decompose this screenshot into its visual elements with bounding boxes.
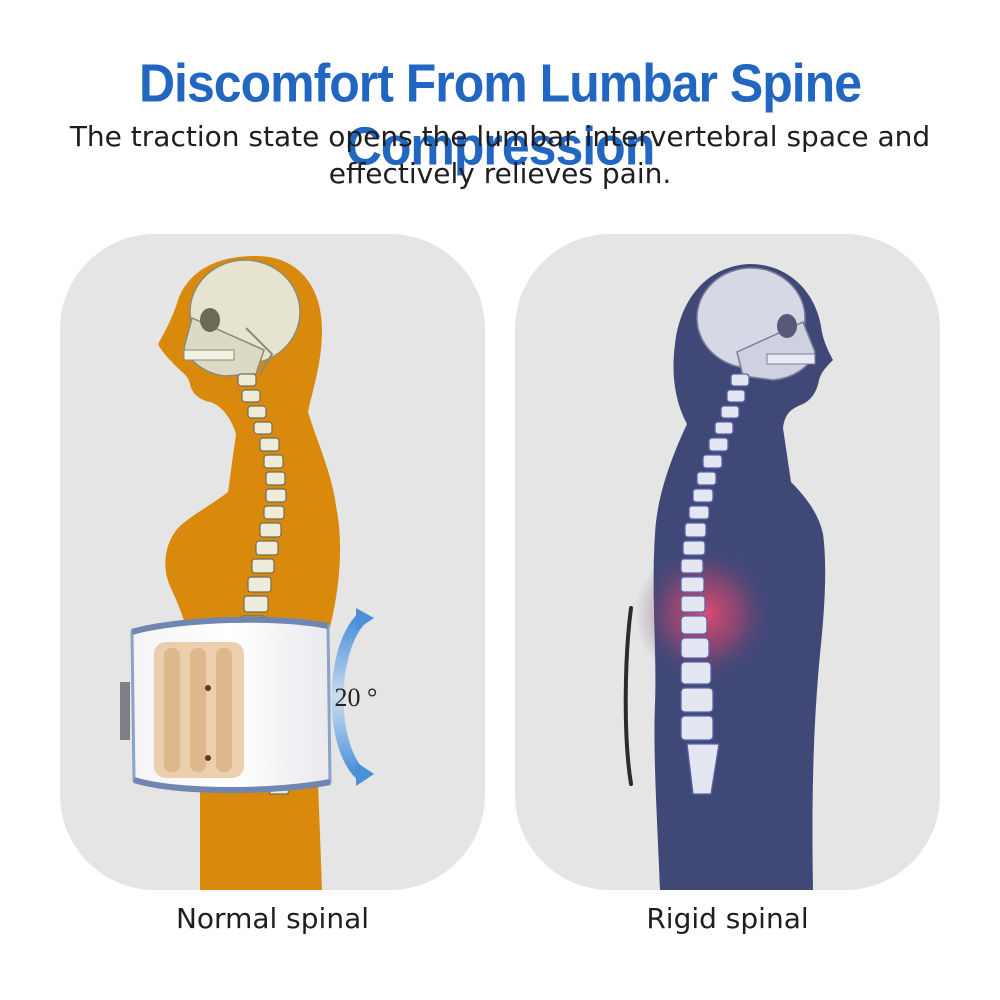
subtitle-line-2: effectively relieves pain.: [328, 157, 672, 190]
angle-label: 20 °: [335, 683, 378, 712]
spine: [680, 373, 750, 795]
traction-belt: [120, 616, 332, 793]
page-subtitle: The traction state opens the lumbar inte…: [0, 118, 1000, 192]
pain-glow: [635, 544, 775, 684]
rigid-spine-panel: [515, 234, 940, 890]
skull: [696, 267, 816, 381]
angle-arrow-icon: [331, 608, 374, 786]
page-title: Discomfort From Lumbar Spine Compression: [138, 53, 862, 177]
subtitle-line-1: The traction state opens the lumbar inte…: [69, 120, 931, 153]
posture-line: [623, 606, 633, 786]
normal-spinal-caption: Normal spinal: [175, 902, 370, 935]
normal-spine-panel: 20 °: [60, 234, 485, 890]
rigid-spinal-caption: Rigid spinal: [646, 902, 809, 935]
rigid-spine-illustration: [623, 264, 833, 890]
normal-spine-illustration: 20 °: [120, 256, 378, 890]
